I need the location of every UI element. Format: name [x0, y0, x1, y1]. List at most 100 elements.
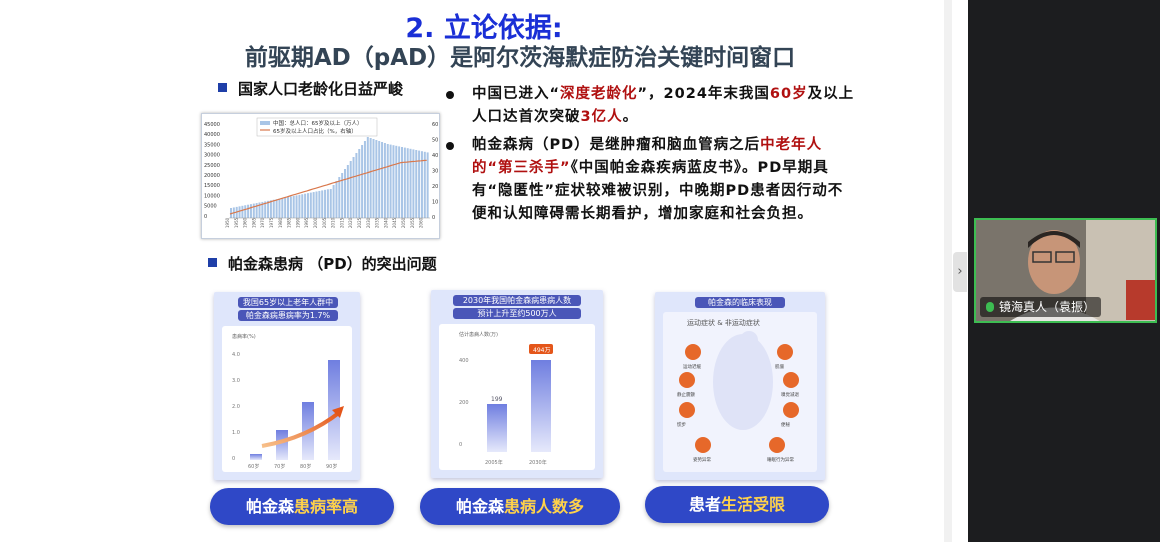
symptom-label: 嗅觉减退	[781, 391, 799, 398]
para1-text-c: ”，2024年末我国	[637, 86, 770, 102]
x-tick-label: 2040	[383, 217, 388, 228]
x-tick-label: 1970	[260, 217, 265, 228]
aging-bar	[381, 142, 384, 218]
card3-header: 帕金森的临床表现	[695, 297, 785, 308]
y2-tick-label: 10	[432, 200, 438, 206]
bar2-label: 494万	[533, 347, 550, 354]
para1-highlight-deep-aging: 深度老龄化	[560, 86, 638, 102]
pill-life-limited: 患者生活受限	[645, 486, 829, 523]
aging-bar	[306, 193, 309, 218]
x-tick-label: 2005	[322, 217, 327, 228]
aging-bar	[398, 146, 401, 218]
pill-many-patients: 帕金森患病人数多	[420, 488, 620, 525]
aging-bar	[409, 148, 412, 218]
c2-y-tick: 200	[459, 400, 469, 406]
card1-header-2: 帕金森病患病率为1.7%	[238, 310, 338, 321]
card3-illustration: 运动症状 & 非运动症状 运动迟缓肌僵静止震颤嗅觉减退慌步便秘姿势异常睡眠行为异…	[663, 312, 817, 472]
card2-ylabel: 估计患病人数(万)	[459, 331, 498, 338]
card3-sub: 运动症状 & 非运动症状	[687, 319, 760, 327]
aging-bar	[378, 141, 381, 218]
symptom-icon	[679, 372, 695, 388]
aging-bar	[395, 145, 398, 218]
aging-bar	[358, 149, 361, 218]
aging-bar	[315, 191, 318, 218]
x-tick-label: 2030	[366, 217, 371, 228]
y2-tick-label: 30	[432, 169, 438, 175]
para1-highlight-300m: 3亿人	[580, 109, 623, 125]
symptom-icon	[769, 437, 785, 453]
aging-bar	[363, 141, 366, 218]
para2-text-c: 《中国帕金森疾病蓝皮书》。PD早期具有“隐匿性”症状较难被识别，中晚期PD患者因…	[472, 160, 844, 222]
c1-y-tick: 0	[232, 456, 235, 462]
y-tick-label: 5000	[204, 204, 217, 210]
aging-bar	[289, 196, 292, 218]
aging-bar	[247, 204, 250, 218]
aging-bar	[264, 201, 267, 218]
clinical-illustration-svg: 运动迟缓肌僵静止震颤嗅觉减退慌步便秘姿势异常睡眠行为异常	[677, 331, 799, 463]
bullet-dot	[446, 142, 454, 150]
x-tick-label: 2050	[401, 217, 406, 228]
aging-bar	[420, 151, 423, 218]
prevalence-bar	[276, 430, 288, 460]
card2-header-1: 2030年我国帕金森病患病人数	[453, 295, 581, 306]
c2-y-tick: 400	[459, 358, 469, 364]
x-tick-label: 2055	[410, 217, 415, 228]
x-tick-label: 1960	[243, 217, 248, 228]
c1-y-tick: 4.0	[232, 352, 240, 358]
aging-bar	[304, 193, 307, 218]
aging-bar	[318, 190, 321, 218]
c2-x-tick: 2030年	[529, 459, 547, 466]
aging-bar	[275, 199, 278, 218]
c1-x-tick: 90岁	[326, 463, 337, 470]
para1-text-g: 。	[622, 109, 639, 125]
c1-y-tick: 2.0	[232, 404, 240, 410]
slide-canvas: 2. 立论依据: 前驱期AD（pAD）是阿尔茨海默症防治关键时间窗口 国家人口老…	[0, 0, 968, 542]
participant-video-tile[interactable]: 镜海真人（袁振）	[974, 218, 1157, 323]
c1-y-tick: 1.0	[232, 430, 240, 436]
x-tick-label: 2000	[313, 217, 318, 228]
symptom-label: 慌步	[677, 421, 686, 428]
aging-bar	[335, 181, 338, 218]
para2-highlight-third-killer: 中老年人的“第三杀手”	[472, 137, 823, 176]
microphone-icon	[986, 302, 994, 312]
aging-bar	[238, 206, 241, 218]
x-tick-label: 2025	[357, 217, 362, 228]
slide-scrollbar[interactable]	[944, 0, 952, 542]
c2-x-tick: 2005年	[485, 459, 503, 466]
section-bullet	[208, 258, 217, 267]
aging-bar	[309, 192, 312, 218]
section-heading-pd: 帕金森患病 （PD）的突出问题	[228, 255, 437, 273]
aging-bar	[423, 151, 426, 218]
card1-header-1: 我国65岁以上老年人群中	[238, 297, 338, 308]
aging-bar	[281, 198, 284, 218]
bar2-label-bg	[529, 344, 553, 354]
aging-population-chart: 中国：总人口：65岁及以上（万人） 65岁及以上人口占比（%，右轴） 45000…	[201, 113, 440, 239]
slide-title: 2. 立论依据:	[405, 13, 563, 44]
aging-bar	[338, 177, 341, 218]
x-tick-label: 2035	[375, 217, 380, 228]
y2-tick-label: 20	[432, 184, 438, 190]
aging-bar	[278, 198, 281, 218]
section-bullet	[218, 83, 227, 92]
chevron-right-icon[interactable]: ›	[953, 252, 967, 292]
aging-bar	[372, 139, 375, 218]
para1-text-a: 中国已进入“	[472, 86, 561, 102]
symptom-icon	[695, 437, 711, 453]
x-tick-label: 2045	[392, 217, 397, 228]
y-tick-label: 15000	[204, 183, 220, 189]
aging-bar	[389, 144, 392, 218]
aging-bar	[426, 152, 429, 218]
patient-bar-2030	[531, 360, 551, 452]
x-tick-label: 1975	[269, 217, 274, 228]
pill-high-prevalence: 帕金森患病率高	[210, 488, 394, 525]
participant-name: 镜海真人（袁振）	[999, 300, 1096, 314]
aging-bar	[412, 149, 415, 218]
aging-bar	[375, 140, 378, 218]
aging-bar	[406, 148, 409, 218]
c2-y-tick: 0	[459, 442, 462, 448]
aging-bar	[292, 195, 295, 218]
x-tick-label: 1980	[278, 217, 283, 228]
